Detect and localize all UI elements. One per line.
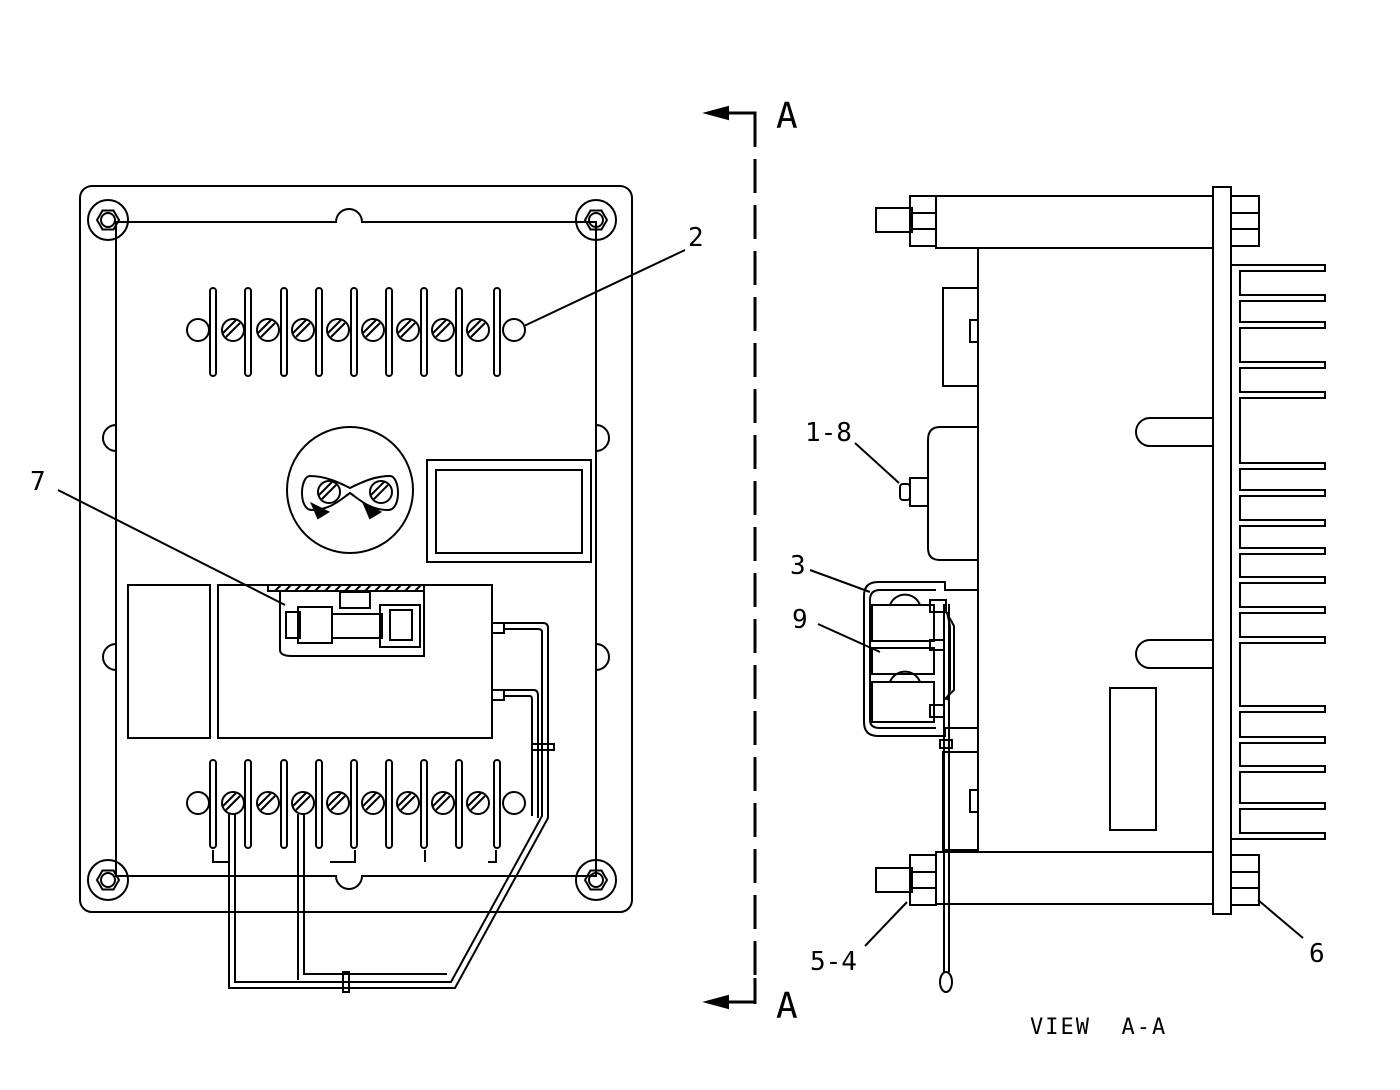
terminal-screw xyxy=(396,318,420,342)
leader-lines xyxy=(57,249,1304,947)
potentiometer-dial xyxy=(286,426,414,554)
terminal-screw xyxy=(361,791,385,815)
terminal-screw xyxy=(431,791,455,815)
hatched-bracket xyxy=(267,584,425,657)
terminal-screw xyxy=(256,791,280,815)
terminal-screw xyxy=(431,318,455,342)
top-terminal-strip xyxy=(186,287,526,377)
corner-bolt xyxy=(87,199,129,241)
label-plate xyxy=(426,459,592,563)
module-body xyxy=(977,247,1214,853)
section-mark-bottom: A xyxy=(776,986,798,1027)
terminal-screw xyxy=(361,318,385,342)
inner-panel xyxy=(115,208,597,890)
section-mark-top: A xyxy=(776,96,798,137)
callout-5-4: 5-4 xyxy=(810,947,857,977)
callout-7: 7 xyxy=(30,467,46,497)
base-plate xyxy=(79,185,633,913)
heat-sink-fins xyxy=(1231,264,1326,840)
terminal-screw xyxy=(221,318,245,342)
callout-2: 2 xyxy=(688,223,704,253)
terminal-screw xyxy=(466,318,490,342)
terminal-screw xyxy=(326,791,350,815)
corner-bolt xyxy=(87,859,129,901)
section-cut-line xyxy=(702,105,757,1010)
bottom-terminal-strip xyxy=(186,759,526,863)
callout-3: 3 xyxy=(790,551,806,581)
terminal-screw xyxy=(466,791,490,815)
bottom-stud xyxy=(875,851,1260,906)
capacitor-block xyxy=(127,584,211,739)
mounting-flange xyxy=(1212,186,1232,915)
callout-9: 9 xyxy=(792,605,808,635)
top-stud xyxy=(875,195,1260,249)
terminal-screw xyxy=(326,318,350,342)
side-view xyxy=(863,186,1326,993)
front-view xyxy=(79,185,633,993)
corner-bolt xyxy=(575,199,617,241)
wiring-harness xyxy=(228,622,555,993)
terminal-screw xyxy=(221,791,245,815)
callout-6: 6 xyxy=(1309,939,1325,969)
fuse-holder xyxy=(285,591,421,648)
fuse-holder-side xyxy=(863,581,978,993)
terminal-screw xyxy=(291,318,315,342)
view-caption: VIEW A-A xyxy=(1030,1015,1167,1040)
terminal-screw xyxy=(396,791,420,815)
terminal-screw xyxy=(256,318,280,342)
corner-bolt xyxy=(575,859,617,901)
terminal-screw xyxy=(291,791,315,815)
callout-1-8: 1-8 xyxy=(805,418,852,448)
